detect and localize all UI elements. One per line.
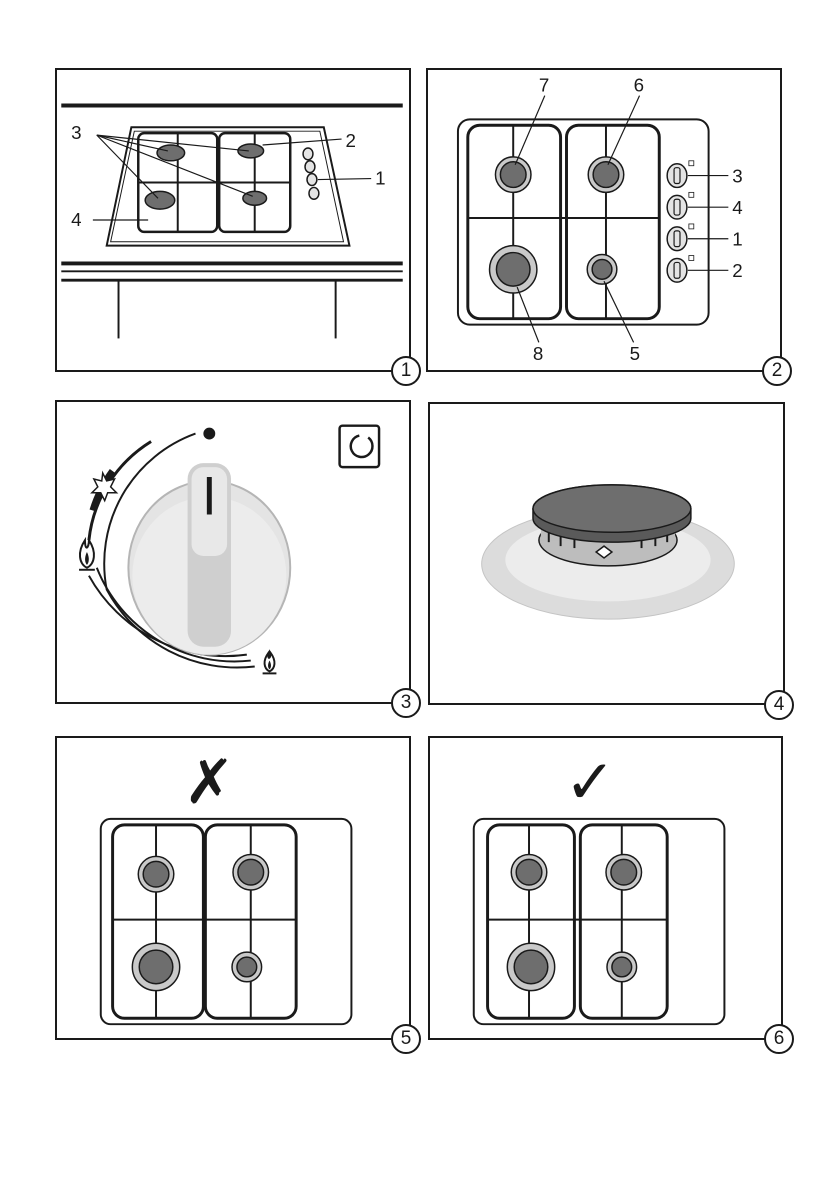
figure-3-drawing [57, 402, 409, 702]
figure-1-drawing: 3 2 1 4 [57, 70, 409, 370]
burner-icon [507, 943, 554, 990]
figure-2-callout: 7 [539, 75, 549, 96]
burner-icon [132, 943, 179, 990]
check-icon: ✓ [565, 747, 616, 818]
figure-2-callout: 3 [732, 166, 742, 187]
figure-2-callout: 6 [634, 75, 644, 96]
figure-2-callout: 8 [533, 343, 543, 364]
figure-1-callout: 4 [71, 209, 81, 230]
knob-icon [667, 227, 687, 251]
figure-1-callout: 2 [346, 130, 356, 151]
burner-icon [138, 856, 174, 892]
knob-icon [128, 463, 290, 654]
knob-icon [667, 195, 687, 219]
figure-1-number: 1 [391, 356, 421, 386]
cross-icon: ✗ [184, 747, 235, 818]
burner-icon [233, 854, 269, 890]
figure-5-panel: ✗ 5 [55, 736, 411, 1040]
burner-icon [607, 952, 637, 982]
small-flame-icon [263, 653, 277, 674]
figure-2-drawing: 7 6 3 4 1 2 8 5 [428, 70, 780, 370]
figure-6-drawing: ✓ [430, 738, 781, 1038]
figure-2-callout: 1 [732, 229, 742, 250]
burner-icon [482, 485, 735, 619]
figure-6-panel: ✓ 6 [428, 736, 783, 1040]
figure-2-callout: 4 [732, 197, 742, 218]
burner-icon [587, 255, 617, 285]
figure-2-panel: 7 6 3 4 1 2 8 5 2 [426, 68, 782, 372]
figure-2-callout: 5 [630, 343, 640, 364]
burner-icon [490, 246, 537, 293]
figure-1-panel: 3 2 1 4 1 [55, 68, 411, 372]
burner-icon [511, 854, 547, 890]
figure-4-number: 4 [764, 690, 794, 720]
burner-icon [606, 854, 642, 890]
figure-3-number: 3 [391, 688, 421, 718]
figure-1-callout: 1 [375, 167, 385, 188]
dot-icon [203, 428, 215, 440]
large-flame-icon [79, 540, 95, 570]
figure-2-number: 2 [762, 356, 792, 386]
figure-5-drawing: ✗ [57, 738, 409, 1038]
figure-2-callout: 2 [732, 260, 742, 281]
knob-icon [667, 164, 687, 188]
burner-icon [232, 952, 262, 982]
knob-icon [667, 258, 687, 282]
figure-4-panel: 4 [428, 402, 785, 705]
figure-1-callout: 3 [71, 122, 81, 143]
burner-icon [495, 157, 531, 193]
figure-6-number: 6 [764, 1024, 794, 1054]
timer-icon [340, 426, 379, 467]
burner-icon [588, 157, 624, 193]
figure-5-number: 5 [391, 1024, 421, 1054]
figure-3-panel: 3 [55, 400, 411, 704]
figure-4-drawing [430, 404, 783, 703]
